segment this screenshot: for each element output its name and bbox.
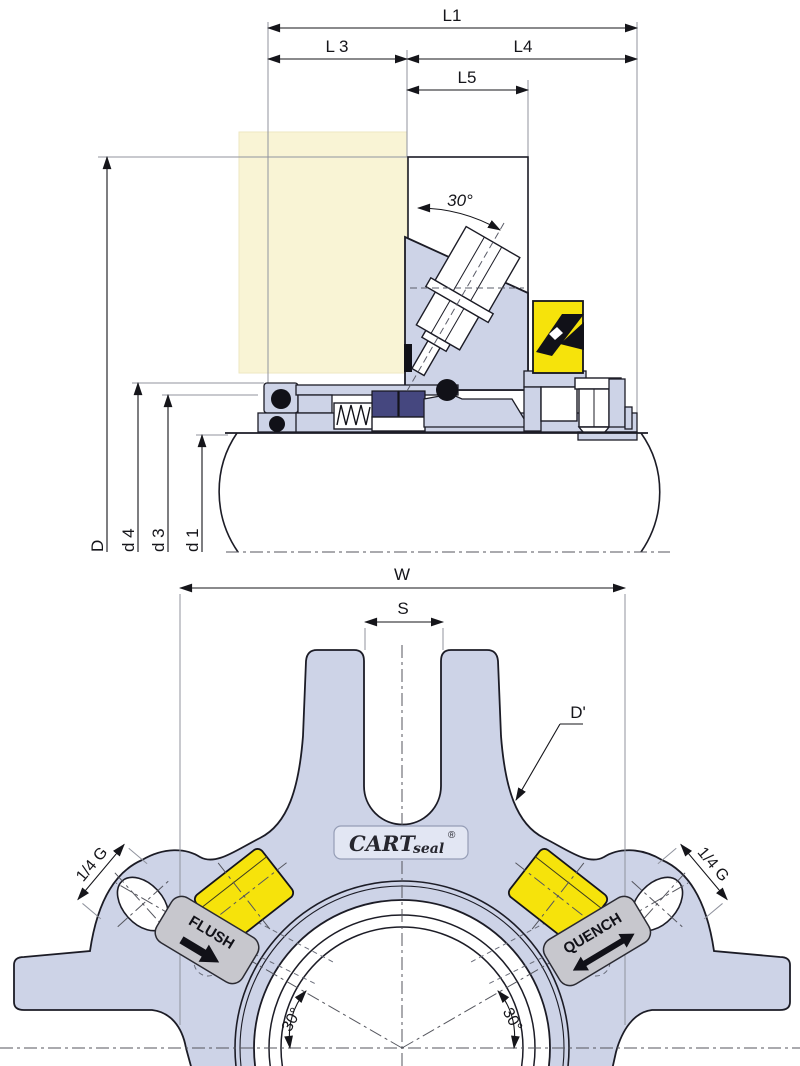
flush-arrow-icon [179, 936, 220, 963]
diameter-dimensions: D d 4 d 3 d 1 [88, 155, 207, 552]
anti-rotation-pin [404, 344, 412, 372]
brand-plate: CART seal ® [333, 825, 469, 860]
gland-tab [624, 406, 633, 430]
drive-step [297, 394, 333, 414]
dim-d-label: D [88, 540, 107, 552]
angle-label: 30° [447, 191, 473, 210]
o-ring [269, 416, 285, 432]
angle-bolt [406, 220, 521, 392]
seal-cartridge-section [257, 344, 638, 441]
dim-l5-label: L5 [458, 68, 477, 87]
d-prime-label: D' [570, 703, 586, 722]
quench-arrow-icon [572, 933, 635, 971]
diag-centerline-right [401, 882, 689, 1049]
angle-arc-right [497, 990, 520, 1050]
o-ring [436, 379, 458, 401]
port-dim-right-label: 1/4 G [694, 844, 732, 885]
highlight-zone [238, 131, 408, 374]
d-prime-annotation: D' [515, 703, 586, 801]
seal-face-rotary [371, 390, 399, 418]
section-view: 30° L1 L 3 L4 L5 D [88, 6, 670, 553]
gland-window [540, 386, 578, 422]
dim-l1-label: L1 [443, 6, 462, 25]
length-dimensions: L1 L 3 L4 L5 [266, 6, 639, 95]
diag-centerline-left [115, 882, 403, 1049]
front-view: FLUSH QUENCH W S 1/4 G 1/4 G [0, 565, 800, 1066]
dim-d1-label: d 1 [183, 528, 202, 552]
dim-d4-label: d 4 [119, 528, 138, 552]
shaft [218, 432, 670, 553]
o-ring [271, 389, 291, 409]
seal-face-stationary [398, 390, 426, 418]
dim-d3-label: d 3 [149, 528, 168, 552]
dim-l3-label: L 3 [325, 37, 348, 56]
face-carrier [371, 416, 426, 432]
brand-cart-text: CART [349, 831, 416, 856]
brand-badge [532, 300, 584, 374]
dim-w-label: W [394, 565, 410, 584]
spring [336, 404, 371, 426]
angle-arc-left [284, 990, 307, 1050]
gland-side [608, 378, 626, 428]
angle-arc [416, 203, 501, 231]
gland-rib [523, 386, 542, 432]
gland-step [577, 431, 638, 441]
shaft-end-right [640, 432, 661, 553]
brand-seal-text: seal [413, 841, 444, 857]
brand-logo-icon [536, 314, 584, 356]
brand-registered-mark: ® [448, 830, 456, 841]
rotary-holder [423, 393, 531, 428]
dim-l4-label: L4 [514, 37, 533, 56]
dim-s-label: S [397, 599, 408, 618]
extension-lines [98, 22, 638, 436]
shaft-end-left [218, 432, 239, 553]
port-dim-left-label: 1/4 G [73, 844, 111, 885]
